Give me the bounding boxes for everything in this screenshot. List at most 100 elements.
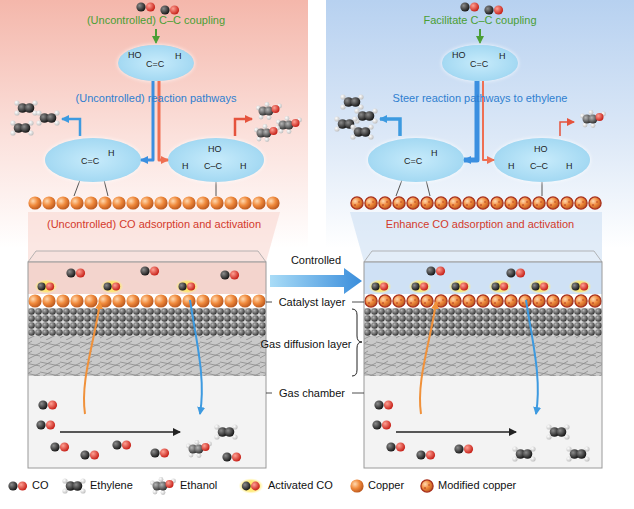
co-molecule (416, 450, 435, 459)
node-text: H (566, 161, 573, 171)
co-molecule (80, 450, 99, 459)
legend-ethylene-icon (62, 478, 85, 493)
carbon-fiber-layer (28, 336, 266, 376)
ethylene-molecule (566, 446, 589, 461)
label-text: Gas diffusion layer (261, 338, 352, 351)
copper-row (28, 196, 280, 210)
intermediate-bubble: C=C H (45, 138, 141, 182)
coupling-arrow (479, 29, 481, 43)
legend-text: CO (32, 479, 49, 492)
product-arrow (560, 122, 574, 136)
modified-copper-row (350, 196, 602, 210)
node-text: H (108, 148, 115, 158)
ethanol-molecule (256, 102, 282, 120)
label-text: (Uncontrolled) C–C coupling (87, 14, 225, 27)
legend-copper-icon (350, 479, 363, 492)
legend-activated-co-icon (239, 478, 264, 494)
product-arrow (62, 119, 80, 136)
label-text: (Uncontrolled) CO adsorption and activat… (47, 218, 261, 231)
ethylene-molecule (350, 124, 373, 139)
co-molecule (484, 5, 503, 14)
molecule-group (334, 2, 605, 196)
node-text: C=C (470, 59, 488, 69)
activated-co (175, 279, 198, 293)
node-text: H (499, 51, 506, 61)
product-flow-arrow (190, 300, 202, 414)
ethylene-molecule (36, 110, 59, 125)
molecule-group (10, 2, 302, 196)
microporous-layer (28, 308, 266, 336)
label-text: Catalyst layer (279, 296, 346, 309)
co-molecule (36, 420, 55, 429)
panel-background (326, 0, 634, 248)
legend-co-icon (8, 481, 27, 490)
product-flow-arrow (526, 300, 538, 414)
product-arrow (380, 119, 400, 136)
ethylene-molecule (14, 100, 37, 115)
co-molecule (454, 444, 473, 453)
surface-bond (74, 180, 216, 196)
label-text: Steer reaction pathways to ethylene (393, 92, 568, 105)
legend-text: Copper (368, 479, 404, 492)
co-molecule (386, 442, 405, 451)
legend-ethanol-icon (150, 477, 176, 495)
intermediate-bubble: HO C=C H (442, 45, 518, 81)
label-text: Enhance CO adsorption and activation (386, 218, 574, 231)
node-text: C=C (146, 59, 164, 69)
legend-text: Ethanol (180, 479, 217, 492)
node-text: H (175, 51, 182, 61)
ethylene-molecule (512, 446, 535, 461)
ethanol-molecule (580, 110, 606, 128)
coupling-arrow (155, 29, 157, 43)
label-text: Facilitate C–C coupling (423, 14, 536, 27)
activated-co (368, 279, 391, 293)
zoom-cone (350, 212, 602, 262)
electrode-device (364, 251, 602, 468)
node-text: H (431, 148, 438, 158)
ethylene-molecule (546, 424, 569, 439)
device-top-face (364, 251, 602, 262)
gas-chamber (364, 376, 602, 468)
activated-co (528, 279, 551, 293)
ethylene-molecule (340, 94, 363, 109)
node-text: HO (128, 50, 142, 60)
ethylene-molecule (10, 120, 33, 135)
surface-bond (396, 180, 542, 196)
panel-background (0, 0, 308, 248)
label-text: (Uncontrolled) reaction pathways (76, 92, 237, 105)
carbon-fiber-layer (364, 336, 602, 376)
co-molecule (140, 266, 159, 275)
legend-modified-copper-icon (421, 480, 433, 492)
gas-flow-arrow (396, 431, 516, 433)
activated-co (408, 279, 431, 293)
node-text: HO (452, 50, 466, 60)
co-molecule (426, 266, 445, 275)
legend-icons (8, 477, 433, 495)
ethanol-molecule (276, 116, 302, 134)
co-molecule (50, 442, 69, 451)
node-text: H (182, 161, 189, 171)
electrolyte-layer (364, 262, 602, 294)
activated-co (448, 279, 471, 293)
activated-co (488, 279, 511, 293)
co-molecule (372, 420, 391, 429)
catalyst-layer (364, 294, 602, 308)
node-text: C=C (404, 156, 422, 166)
activated-co (100, 279, 123, 293)
label-text: Controlled (291, 254, 341, 267)
ethanol-molecule (254, 124, 280, 142)
co-molecule (160, 5, 179, 14)
microporous-layer (364, 308, 602, 336)
ethylene-molecule (354, 108, 377, 123)
intermediate-bubble: HOHC–CH (168, 138, 264, 182)
node-text: HO (534, 144, 548, 154)
gas-chamber (28, 376, 266, 468)
co-molecule (150, 448, 169, 457)
co-molecule (66, 268, 85, 277)
co-molecule (136, 2, 155, 11)
legend-text: Modified copper (438, 479, 516, 492)
co-molecule (460, 2, 479, 11)
activated-co (34, 279, 57, 293)
node-text: C=C (81, 156, 99, 166)
co-molecule (220, 270, 239, 279)
